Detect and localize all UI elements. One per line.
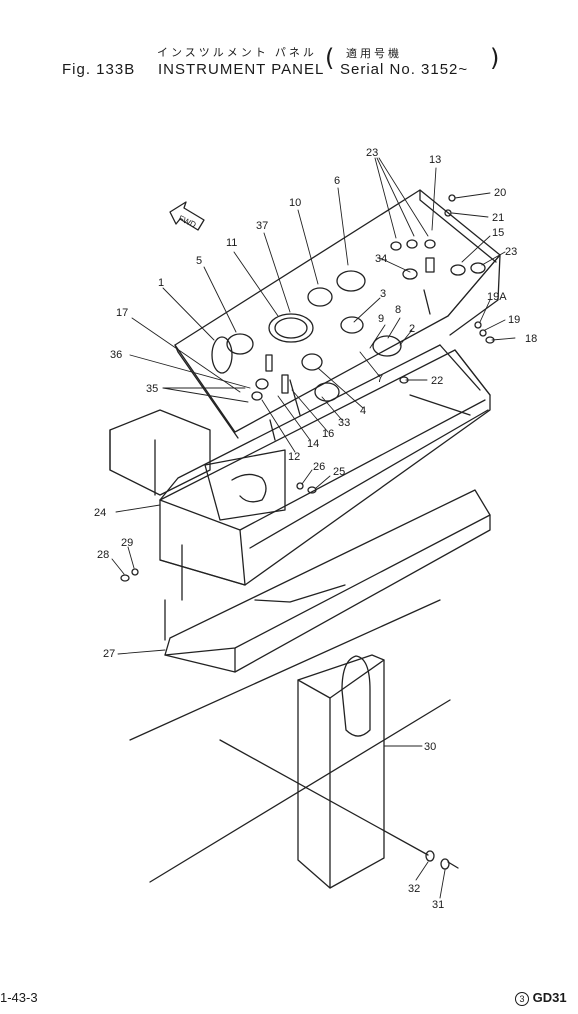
callout-26: 26 [313, 461, 325, 473]
close-paren: ) [490, 44, 500, 72]
fwd-arrow-icon: FWD [169, 201, 205, 231]
callout-25: 25 [333, 466, 345, 478]
callout-5: 5 [196, 255, 202, 267]
callout-22: 22 [431, 375, 443, 387]
footer-code: 3 GD31 [515, 990, 567, 1006]
callout-15: 15 [492, 227, 504, 239]
leader-lines [111, 157, 516, 899]
callout-14: 14 [307, 438, 319, 450]
circle-number: 3 [515, 992, 529, 1006]
callout-7: 7 [377, 373, 383, 385]
callout-31: 31 [432, 899, 444, 911]
callout-20: 20 [494, 187, 506, 199]
callout-19: 19 [508, 314, 520, 326]
callout-1: 1 [158, 277, 164, 289]
callout-2: 2 [409, 323, 415, 335]
panel-top [174, 189, 501, 439]
callout-37: 37 [256, 220, 268, 232]
panel-plate [204, 449, 286, 521]
bracket [297, 654, 385, 889]
bolt-31 [425, 850, 459, 870]
figure-title: INSTRUMENT PANEL [158, 61, 325, 78]
callout-9: 9 [378, 313, 384, 325]
callout-33: 33 [338, 417, 350, 429]
callout-8: 8 [395, 304, 401, 316]
callout-23-top: 23 [366, 147, 378, 159]
callout-17: 17 [116, 307, 128, 319]
serial-japanese: 適用号機 [346, 48, 402, 60]
svg-text:FWD: FWD [177, 214, 198, 230]
callout-36: 36 [110, 349, 122, 361]
title-japanese: インスツルメント パネル [157, 47, 317, 59]
callout-24: 24 [94, 507, 106, 519]
open-paren: ( [325, 44, 335, 72]
callout-34: 34 [375, 253, 387, 265]
under-tray [164, 489, 491, 673]
serial-range: Serial No. 3152~ [340, 61, 469, 78]
frame-lines [129, 599, 451, 883]
callout-6: 6 [334, 175, 340, 187]
callout-4: 4 [360, 405, 366, 417]
callout-30: 30 [424, 741, 436, 753]
callout-10: 10 [289, 197, 301, 209]
callout-28: 28 [97, 549, 109, 561]
callout-13: 13 [429, 154, 441, 166]
callout-29: 29 [121, 537, 133, 549]
callout-27: 27 [103, 648, 115, 660]
side-box [109, 409, 211, 496]
callout-12: 12 [288, 451, 300, 463]
figure-number: Fig. 133B [62, 61, 136, 78]
callout-19a: 19A [487, 291, 507, 303]
page-reference: 1-43-3 [0, 990, 38, 1005]
callout-23-right: 23 [505, 246, 517, 258]
callout-32: 32 [408, 883, 420, 895]
callout-16: 16 [322, 428, 334, 440]
callout-labels: 23 13 20 21 6 10 37 15 23 34 11 5 3 19A … [94, 147, 537, 911]
callout-18: 18 [525, 333, 537, 345]
callout-35: 35 [146, 383, 158, 395]
model-code: GD31 [532, 990, 567, 1005]
callout-21: 21 [492, 212, 504, 224]
callout-11: 11 [226, 237, 237, 249]
callout-3: 3 [380, 288, 386, 300]
gauges [211, 239, 486, 441]
